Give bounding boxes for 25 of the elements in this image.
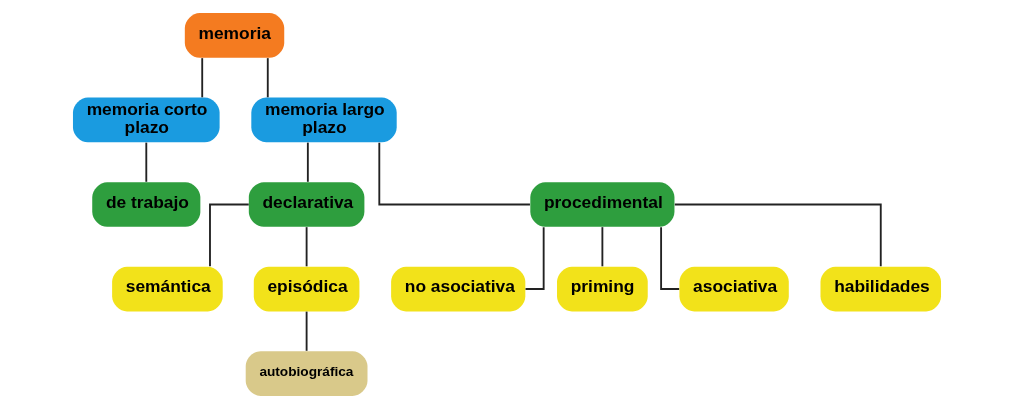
connector (144, 141, 147, 183)
connector (306, 141, 309, 183)
connector (377, 141, 531, 206)
connector (305, 310, 308, 352)
node-box: episódica (253, 266, 359, 312)
connector (524, 226, 545, 290)
connector (305, 226, 308, 268)
connector (200, 57, 203, 99)
node-box: procedimental (529, 182, 674, 227)
node-box: asociativa (678, 266, 789, 312)
node-box: memoria largo plazo (250, 97, 397, 143)
node-box: declarativa (248, 182, 364, 227)
node-box: autobiográfica (245, 351, 367, 396)
node-box: no asociativa (390, 266, 525, 312)
node-box: semántica (111, 266, 223, 312)
node-box: memoria corto plazo (72, 97, 220, 143)
connector (208, 203, 250, 268)
connector (659, 226, 680, 290)
connector (600, 226, 603, 268)
node-box: habilidades (820, 266, 941, 312)
node-box: memoria (184, 13, 284, 58)
connector (673, 203, 882, 268)
node-box: de trabajo (91, 182, 200, 227)
connector (266, 57, 269, 99)
node-box: priming (556, 266, 648, 312)
